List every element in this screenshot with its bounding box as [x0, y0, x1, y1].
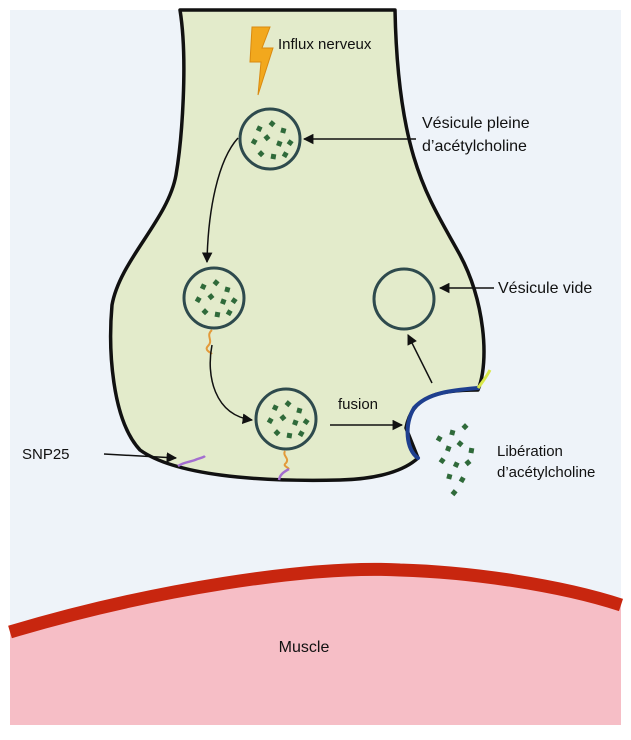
influx-label: Influx nerveux: [278, 36, 372, 53]
release-label-line1: Libération: [497, 443, 563, 460]
vesicle-full-label-line2: d’acétylcholine: [422, 138, 527, 155]
vesicle-empty-label: Vésicule vide: [498, 280, 592, 297]
release-label-line2: d’acétylcholine: [497, 464, 595, 481]
snp25-label: SNP25: [22, 446, 70, 463]
fusion-label: fusion: [338, 396, 378, 413]
muscle-label: Muscle: [279, 639, 330, 656]
vesicle-full-label-line1: Vésicule pleine: [422, 115, 530, 132]
